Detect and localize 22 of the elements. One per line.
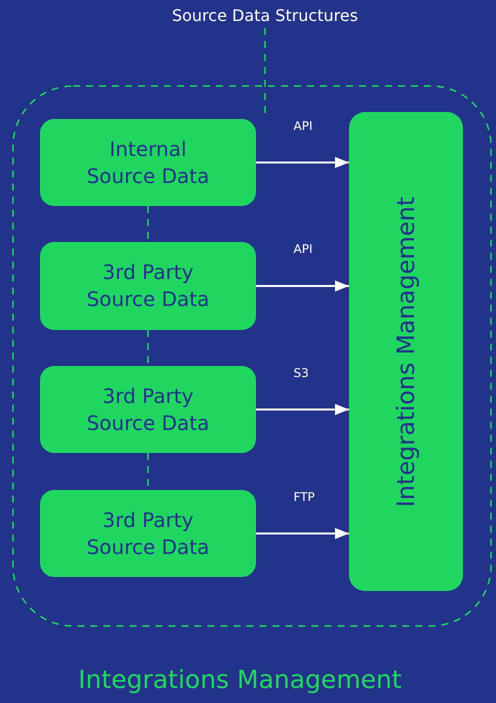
group-caption: Integrations Management	[77, 665, 403, 694]
process-box	[40, 366, 256, 453]
arrow	[256, 528, 349, 540]
edge-label: API	[292, 118, 314, 132]
process-box	[40, 119, 256, 206]
arrow	[256, 280, 349, 292]
edge-label: S3	[292, 366, 310, 380]
edge-label: FTP	[292, 490, 316, 504]
arrow	[256, 404, 349, 416]
connector-line	[147, 206, 149, 242]
process-box	[40, 490, 256, 577]
box-label: 3rd Party Source Data	[86, 259, 210, 313]
process-box	[40, 242, 256, 330]
box-label: Internal Source Data	[86, 136, 210, 190]
arrow	[256, 156, 349, 168]
box-label: Integrations Management	[392, 196, 420, 507]
heading-text: Source Data Structures	[170, 6, 360, 25]
process-box	[349, 112, 463, 591]
box-label: 3rd Party Source Data	[86, 506, 210, 560]
box-label: 3rd Party Source Data	[86, 382, 210, 436]
edge-label: API	[292, 242, 314, 256]
connector-line	[147, 330, 149, 366]
